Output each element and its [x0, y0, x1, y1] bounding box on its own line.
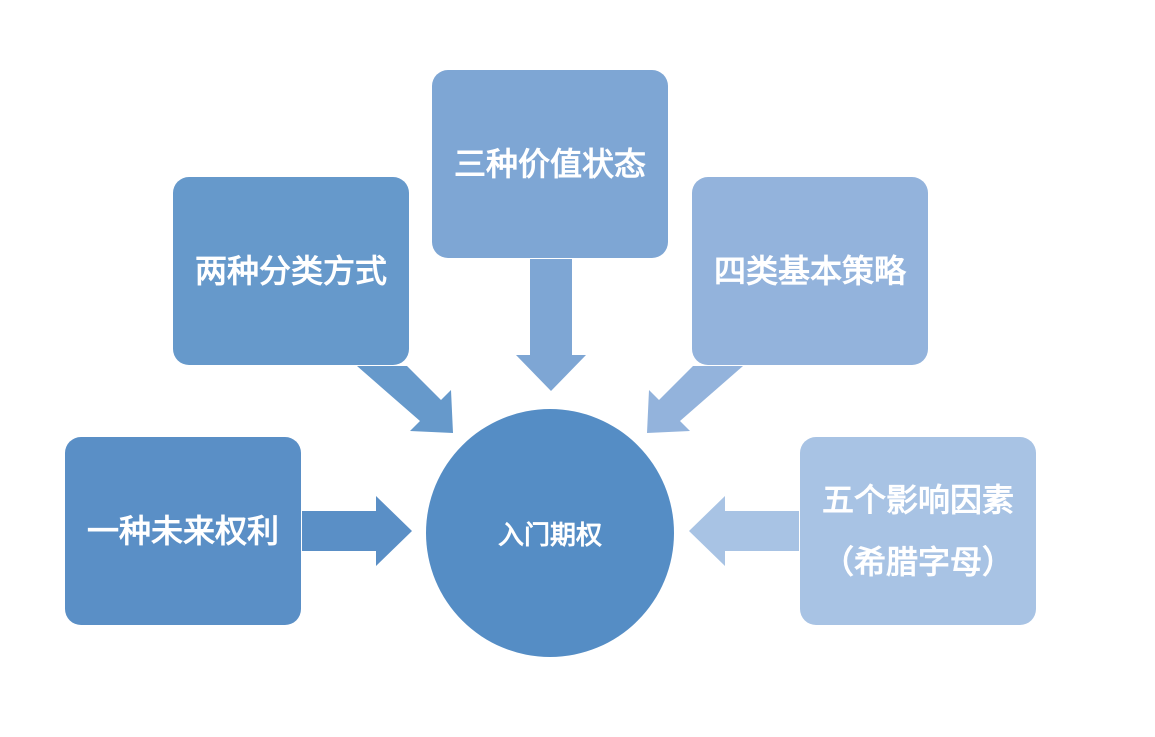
- node-five-influencing-factors: 五个影响因素 （希腊字母）: [800, 437, 1036, 625]
- node-label: 四类基本策略: [713, 251, 906, 290]
- node-two-classifications: 两种分类方式: [173, 177, 409, 365]
- node-label: 三种价值状态: [453, 144, 646, 183]
- arrow-left-to-center: [302, 496, 412, 566]
- node-one-future-right: 一种未来权利: [65, 437, 301, 625]
- node-four-basic-strategies: 四类基本策略: [692, 177, 928, 365]
- center-label: 入门期权: [497, 520, 602, 551]
- arrow-top-to-center: [516, 259, 586, 391]
- node-label: 一种未来权利: [86, 511, 279, 550]
- node-label: 五个影响因素: [821, 480, 1014, 519]
- node-three-value-states: 三种价值状态: [432, 70, 668, 258]
- arrow-upper-left-to-center: [357, 366, 453, 433]
- arrow-upper-right-to-center: [647, 366, 743, 433]
- arrow-right-to-center: [689, 496, 799, 566]
- node-sublabel: （希腊字母）: [821, 543, 1014, 581]
- node-label: 两种分类方式: [194, 251, 387, 290]
- center-node-intro-options: 入门期权: [426, 409, 674, 657]
